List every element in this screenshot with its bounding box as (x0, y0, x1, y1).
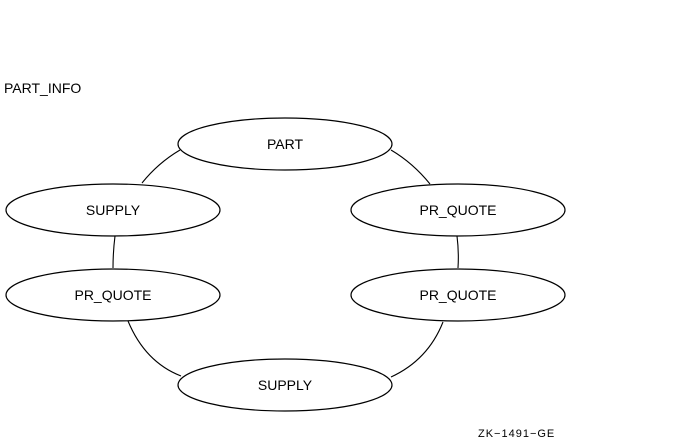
node-pr-quote-right-top-ellipse (350, 183, 566, 237)
node-part-ellipse (177, 117, 393, 171)
edge-supply-left-pr-quote-left (112, 235, 116, 269)
node-pr-quote-left-ellipse (5, 268, 221, 322)
node-pr-quote-right-bottom-label: PR_QUOTE (419, 287, 496, 303)
node-supply-left-label: SUPPLY (86, 202, 141, 218)
node-part: PART (177, 117, 393, 171)
diagram-title: PART_INFO (4, 80, 81, 96)
edge-part-supply-left (141, 149, 181, 184)
node-supply-bottom: SUPPLY (177, 358, 393, 412)
node-pr-quote-left-label: PR_QUOTE (74, 287, 151, 303)
node-pr-quote-right-bottom: PR_QUOTE (350, 268, 566, 322)
node-supply-left-ellipse (5, 183, 221, 237)
node-part-label: PART (267, 136, 303, 152)
node-pr-quote-right-bottom-ellipse (350, 268, 566, 322)
figure-id: ZK−1491−GE (478, 428, 555, 440)
node-supply-bottom-ellipse (177, 358, 393, 412)
edge-pr-quote-right-top-pr-quote-right-bottom (456, 235, 459, 269)
node-pr-quote-left: PR_QUOTE (5, 268, 221, 322)
edge-pr-quote-right-bottom-supply-bottom (390, 321, 444, 378)
node-supply-left: SUPPLY (5, 183, 221, 237)
node-pr-quote-right-top-label: PR_QUOTE (419, 202, 496, 218)
node-pr-quote-right-top: PR_QUOTE (350, 183, 566, 237)
edge-pr-quote-left-supply-bottom (127, 320, 182, 377)
edge-part-pr-quote-right-top (390, 149, 431, 185)
node-supply-bottom-label: SUPPLY (258, 377, 313, 393)
